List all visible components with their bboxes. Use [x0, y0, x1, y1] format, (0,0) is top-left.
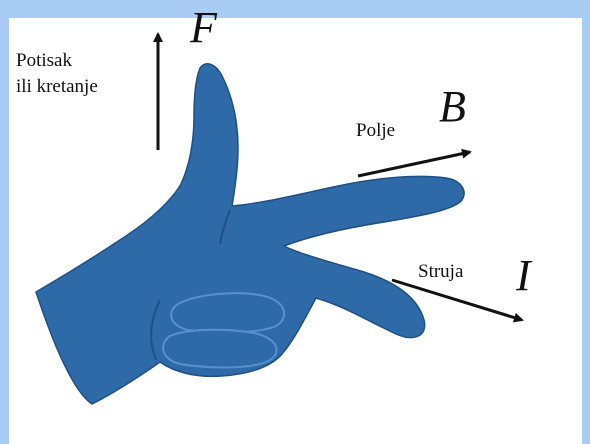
field-label: Polje: [356, 121, 395, 142]
field-arrow: [358, 152, 470, 176]
curled-finger-1: [171, 293, 284, 332]
current-label: Struja: [418, 262, 463, 283]
curled-finger-2: [163, 330, 276, 368]
hand-illustration: [36, 64, 464, 404]
thrust-label-line1: Potisak: [16, 51, 72, 72]
force-symbol: F: [190, 4, 217, 52]
current-symbol: I: [516, 252, 531, 300]
field-symbol: B: [439, 83, 466, 131]
thrust-label-line2: ili kretanje: [16, 77, 98, 98]
